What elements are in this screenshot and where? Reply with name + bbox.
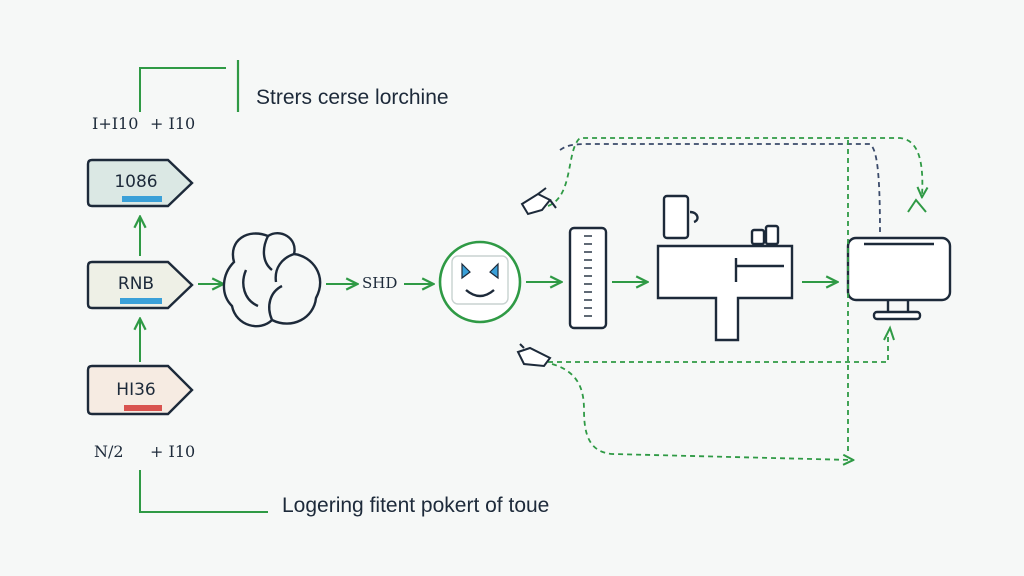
bottom-bracket bbox=[139, 470, 268, 513]
bottom-coord-left: N/2 bbox=[94, 442, 124, 461]
top-caption: Strers cerse lorchine bbox=[256, 86, 449, 109]
top-coord-left: I+I10 bbox=[92, 114, 139, 133]
desk-workstation-icon bbox=[656, 194, 794, 342]
scale-bar-icon bbox=[568, 226, 608, 330]
bird-icon-lower bbox=[516, 343, 552, 368]
feedback-paths bbox=[547, 137, 922, 460]
monitor-icon bbox=[846, 236, 952, 321]
bird-icon-upper bbox=[520, 187, 557, 216]
arrow-label: SHD bbox=[362, 274, 398, 292]
tag-middle bbox=[86, 260, 194, 310]
tag-bottom-label: HI36 bbox=[116, 380, 156, 400]
tag-middle-label: RNB bbox=[117, 274, 155, 294]
monitor-arrowhead bbox=[883, 325, 895, 341]
blob-cluster-icon bbox=[222, 231, 322, 328]
bottom-caption: Logering fitent pokert of toue bbox=[282, 494, 550, 517]
tag-top bbox=[86, 158, 194, 208]
top-bracket bbox=[139, 60, 240, 112]
bottom-coord-right: + I10 bbox=[150, 442, 196, 461]
top-coord-right: + I10 bbox=[150, 114, 196, 133]
tag-bottom bbox=[86, 364, 194, 416]
tag-top-label: 1086 bbox=[114, 172, 158, 192]
smiley-face-icon bbox=[438, 240, 522, 324]
return-arrowhead bbox=[907, 198, 927, 213]
